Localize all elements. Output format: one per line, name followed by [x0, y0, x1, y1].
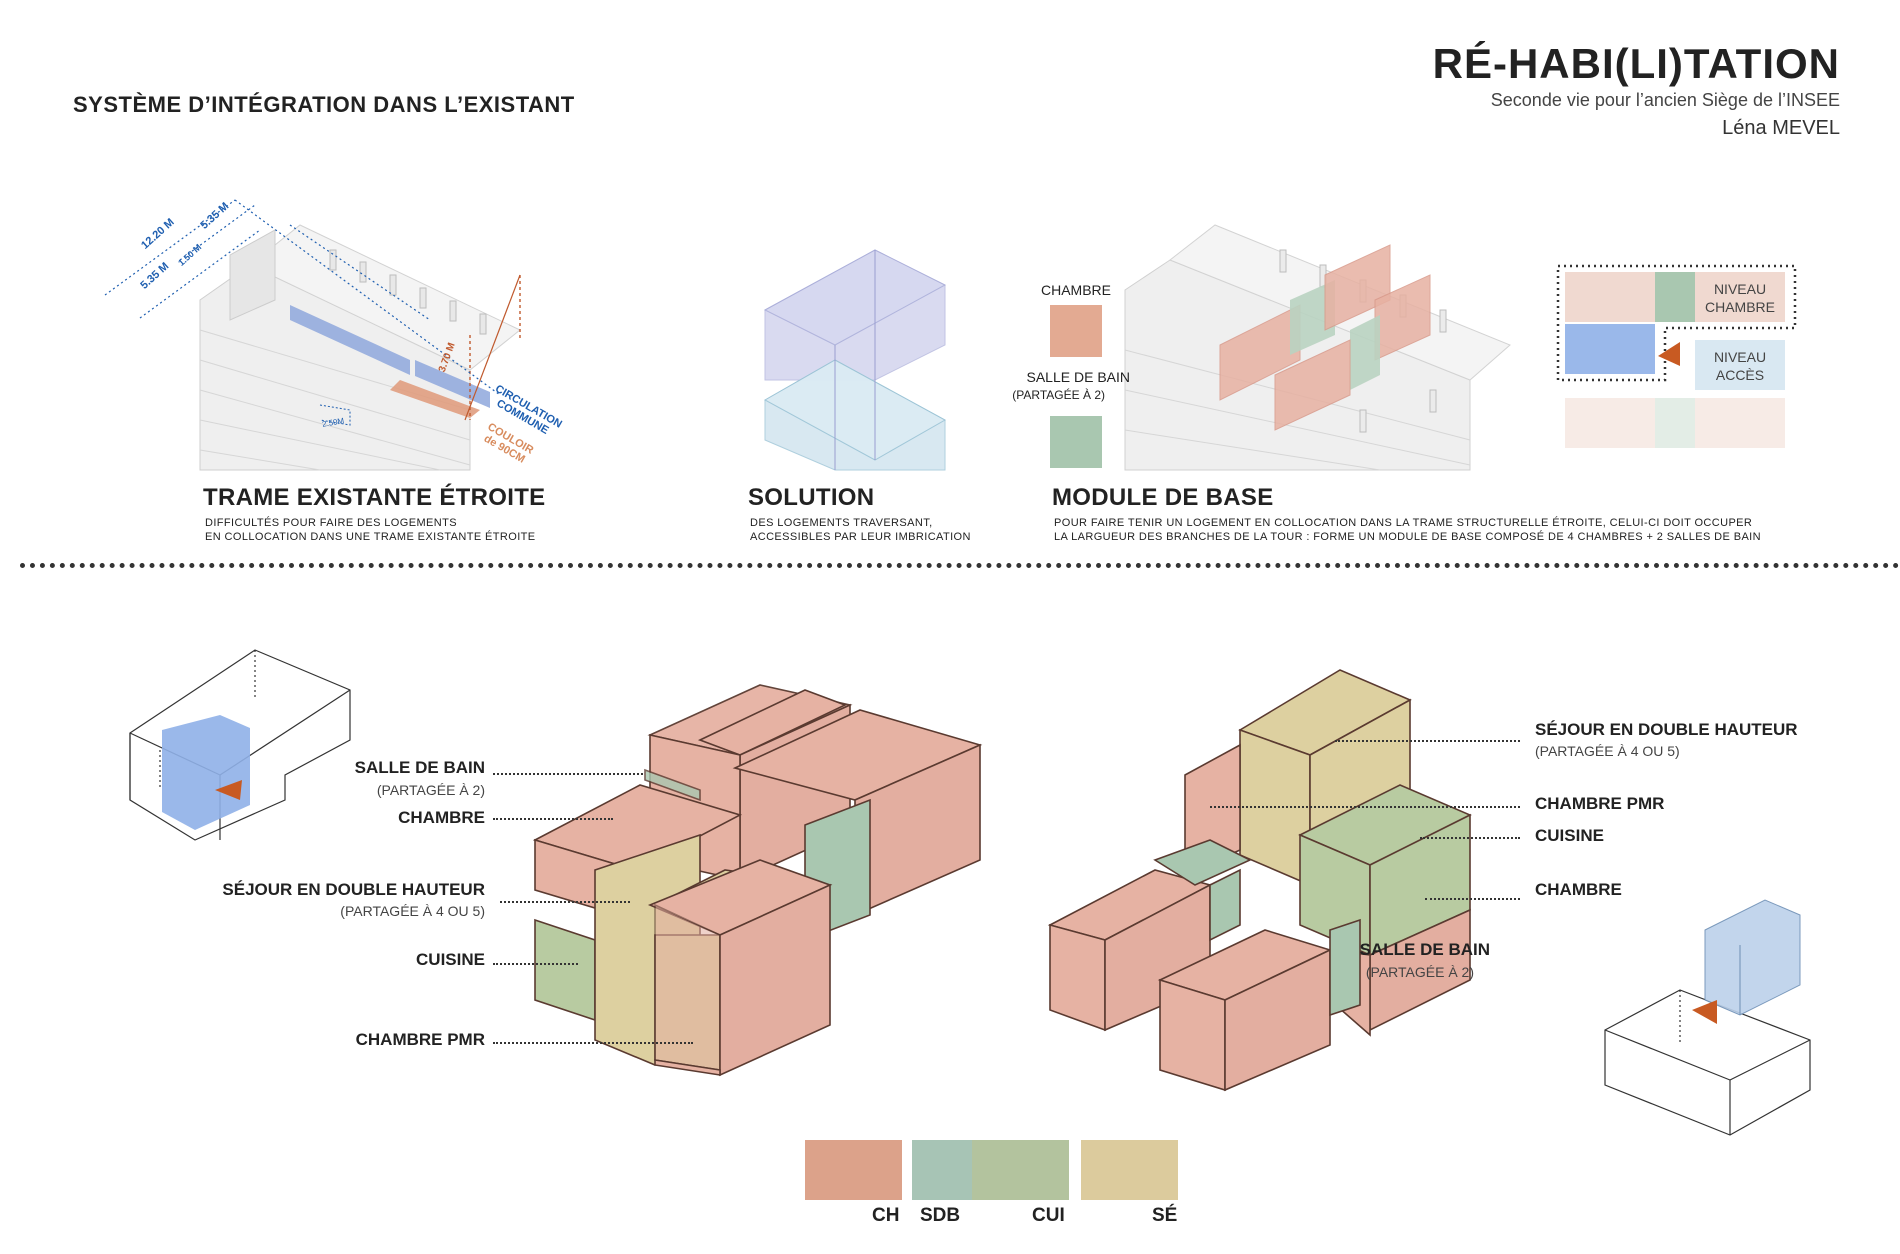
right-label-sejour: SÉJOUR EN DOUBLE HAUTEUR	[1535, 720, 1798, 739]
left-small-iso-fill	[162, 715, 250, 830]
legend-label-cui: CUI	[1032, 1205, 1065, 1226]
right-leader-chambre	[1425, 898, 1520, 900]
trame-text: DIFFICULTÉS POUR FAIRE DES LOGEMENTS EN …	[205, 516, 536, 544]
project-title: RÉ-HABI(LI)TATION	[1432, 40, 1840, 87]
left-label-chambre: CHAMBRE	[398, 808, 485, 827]
right-label-chambre: CHAMBRE	[1535, 880, 1622, 899]
trame-title: TRAME EXISTANTE ÉTROITE	[203, 484, 546, 511]
niveau-chambre-line1: NIVEAU	[1713, 281, 1767, 297]
module-text: POUR FAIRE TENIR UN LOGEMENT EN COLLOCAT…	[1054, 516, 1761, 544]
section-divider	[20, 563, 1900, 568]
solution-text-line1: DES LOGEMENTS TRAVERSANT,	[750, 517, 933, 529]
right-leader-cuisine	[1420, 837, 1520, 839]
legend-swatch-se	[1081, 1140, 1178, 1200]
trame-text-line2: EN COLLOCATION DANS UNE TRAME EXISTANTE …	[205, 531, 536, 543]
niveau-acces-line2: ACCÈS	[1715, 367, 1765, 383]
solution-title: SOLUTION	[748, 484, 875, 511]
right-small-iso-drawing	[1604, 989, 1811, 1136]
left-leader-sejour	[500, 901, 630, 903]
solution-text: DES LOGEMENTS TRAVERSANT, ACCESSIBLES PA…	[750, 516, 971, 544]
base-module-drawing	[1124, 224, 1511, 471]
left-label-sejour: SÉJOUR EN DOUBLE HAUTEUR	[222, 880, 485, 899]
left-leader-cuisine	[493, 963, 578, 965]
left-label-chambre-pmr: CHAMBRE PMR	[355, 1030, 485, 1049]
right-leader-chambre-pmr	[1210, 806, 1520, 808]
niveau-acces-label: NIVEAU ACCÈS	[1700, 348, 1780, 384]
levels-diagram	[1556, 264, 1797, 448]
left-leader-chambre	[493, 818, 613, 820]
right-label-sdb: SALLE DE BAIN	[1359, 940, 1490, 959]
author-name: Léna MEVEL	[1722, 117, 1840, 139]
niveau-chambre-label: NIVEAU CHAMBRE	[1700, 280, 1780, 316]
niveau-chambre-line2: CHAMBRE	[1704, 299, 1775, 315]
module-key-swatches	[1050, 305, 1102, 468]
legend-label-sdb: SDB	[920, 1205, 961, 1226]
module-text-line2: LA LARGUEUR DES BRANCHES DE LA TOUR : FO…	[1054, 531, 1761, 543]
left-leader-chambre-pmr	[493, 1042, 693, 1044]
left-label-sdb-sub: (PARTAGÉE À 2)	[376, 782, 485, 798]
key-sdb-sub: (PARTAGÉE À 2)	[1012, 388, 1105, 402]
right-label-sejour-sub: (PARTAGÉE À 4 OU 5)	[1535, 743, 1680, 759]
left-main-iso-drawing	[532, 684, 983, 1077]
right-label-sdb-sub: (PARTAGÉE À 2)	[1365, 964, 1474, 980]
legend-swatch-ch	[805, 1140, 902, 1200]
key-chambre-label: CHAMBRE	[1040, 282, 1111, 298]
project-subtitle: Seconde vie pour l’ancien Siège de l’INS…	[1490, 90, 1840, 110]
key-sdb-label: SALLE DE BAIN	[1026, 369, 1131, 385]
right-leader-sejour	[1335, 740, 1520, 742]
legend-swatch-cui	[972, 1140, 1069, 1200]
niveau-acces-line1: NIVEAU	[1713, 349, 1767, 365]
solution-volumes-drawing	[763, 249, 947, 471]
left-label-sejour-sub: (PARTAGÉE À 4 OU 5)	[340, 903, 485, 919]
left-label-cuisine: CUISINE	[416, 950, 485, 969]
right-label-chambre-pmr: CHAMBRE PMR	[1535, 794, 1665, 813]
module-text-line1: POUR FAIRE TENIR UN LOGEMENT EN COLLOCAT…	[1054, 517, 1753, 529]
left-label-sdb: SALLE DE BAIN	[354, 758, 485, 777]
module-title: MODULE DE BASE	[1052, 484, 1274, 511]
solution-text-line2: ACCESSIBLES PAR LEUR IMBRICATION	[750, 531, 971, 543]
right-small-iso-fill	[1692, 899, 1801, 1024]
existing-building-drawing	[104, 199, 521, 471]
trame-text-line1: DIFFICULTÉS POUR FAIRE DES LOGEMENTS	[205, 517, 457, 529]
right-label-cuisine: CUISINE	[1535, 826, 1604, 845]
right-main-iso-drawing	[1047, 669, 1472, 1092]
section-title: SYSTÈME D’INTÉGRATION DANS L’EXISTANT	[73, 92, 575, 117]
left-leader-sdb	[493, 773, 643, 775]
legend-label-ch: CH	[872, 1205, 900, 1226]
legend-label-se: SÉ	[1152, 1205, 1178, 1226]
